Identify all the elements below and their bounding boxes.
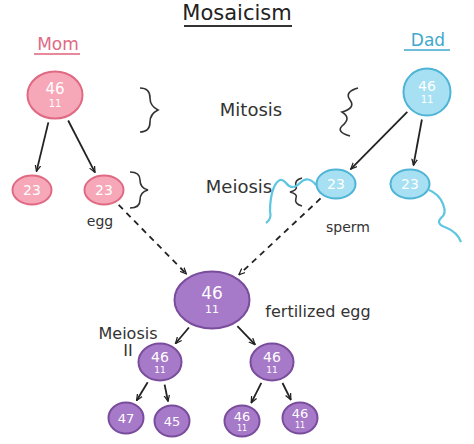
cell-circle: 23 xyxy=(11,174,53,206)
chromosome-count: 23 xyxy=(95,183,113,197)
cell-circle: 4611 xyxy=(223,404,261,438)
division-arrow xyxy=(413,120,421,166)
cell-circle: 4611 xyxy=(137,342,183,382)
chromosome-count: 46 xyxy=(263,350,281,364)
cell-circle: 23 xyxy=(83,174,125,206)
division-arrow xyxy=(251,383,261,403)
chromosome-marks: 11 xyxy=(295,422,305,430)
cell-circle: 47 xyxy=(107,401,145,435)
chromosome-count: 46 xyxy=(292,407,309,420)
cell-circle: 4611 xyxy=(281,401,319,435)
cell-circle: 4611 xyxy=(173,270,251,330)
chromosome-marks: 11 xyxy=(49,99,62,109)
cell-circle: 23 xyxy=(315,168,357,200)
chromosome-marks: 11 xyxy=(266,366,277,375)
cell-circle: 4611 xyxy=(402,67,452,117)
chromosome-count: 46 xyxy=(234,410,251,423)
curly-brace xyxy=(130,172,148,208)
curly-brace xyxy=(340,88,358,136)
curly-brace xyxy=(140,88,158,132)
chromosome-marks: 11 xyxy=(237,425,247,433)
chromosome-marks: 11 xyxy=(205,304,219,315)
division-arrow xyxy=(165,385,168,402)
chromosome-count: 47 xyxy=(118,412,135,425)
chromosome-count: 45 xyxy=(164,415,181,428)
division-arrow xyxy=(137,382,148,400)
cell-label: sperm xyxy=(318,220,378,235)
parent-heading: Dad xyxy=(400,32,456,50)
chromosome-count: 23 xyxy=(327,177,345,191)
chromosome-marks: 11 xyxy=(421,95,434,105)
chromosome-count: 46 xyxy=(418,79,436,93)
cell-circle: 23 xyxy=(389,168,431,200)
sperm-tail xyxy=(429,190,461,242)
process-label: Meiosis xyxy=(184,178,294,197)
division-arrow xyxy=(37,122,49,171)
chromosome-marks: 11 xyxy=(154,366,165,375)
division-arrow xyxy=(351,112,408,169)
chromosome-count: 46 xyxy=(151,350,169,364)
cell-label: fertilized egg xyxy=(258,304,378,321)
parent-heading: Mom xyxy=(30,36,86,54)
division-arrow xyxy=(283,383,291,400)
division-arrow xyxy=(237,326,255,344)
chromosome-count: 23 xyxy=(401,177,419,191)
chromosome-count: 46 xyxy=(45,82,64,97)
division-arrow xyxy=(175,328,188,344)
title-underline xyxy=(184,25,292,27)
chromosome-count: 23 xyxy=(23,183,41,197)
sperm-tail xyxy=(266,179,316,223)
cell-circle: 4611 xyxy=(26,70,84,120)
cell-label: egg xyxy=(80,214,120,229)
diagram-title: Mosaicism xyxy=(157,2,317,24)
cell-circle: 4611 xyxy=(249,342,295,382)
process-label: Mitosis xyxy=(196,101,306,120)
fertilization-arrow xyxy=(119,205,187,274)
division-arrow xyxy=(68,121,95,173)
cell-circle: 45 xyxy=(153,404,191,438)
fertilization-arrow xyxy=(239,198,321,274)
chromosome-count: 46 xyxy=(201,285,223,302)
